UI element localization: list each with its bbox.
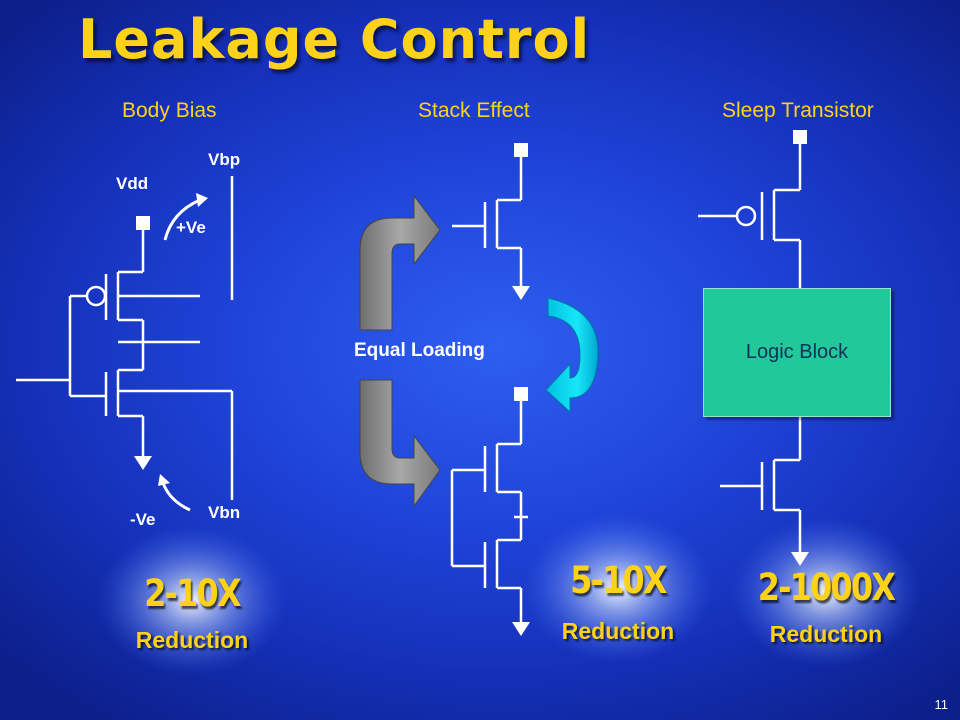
glow-sleep [731,517,921,667]
reduction-label-body-bias: Reduction [135,627,249,653]
label-minus-ve: -Ve [130,510,156,529]
slide-title: Leakage Control [78,8,591,71]
label-vbn: Vbn [208,503,241,522]
label-plus-ve: +Ve [176,218,206,237]
reduction-value-body-bias: 2-10X [144,572,241,615]
arrow-cyan-curve [545,297,599,414]
logic-block: Logic Block [703,288,891,417]
plus-ve-arrow [163,198,201,241]
page-number: 11 [934,697,949,712]
label-vbp: Vbp [208,150,241,169]
stack-top-terminal [514,143,528,157]
heading-body-bias: Body Bias [122,99,217,122]
label-equal-loading: Equal Loading [354,340,485,361]
glow-body-bias [97,525,287,675]
reduction-label-stack: Reduction [561,618,675,644]
glow-stack-effect [523,513,713,663]
reduction-value-sleep: 2-1000X [757,566,896,609]
stack-mid-terminal [514,387,528,401]
reduction-value-stack: 5-10X [570,559,667,602]
vdd-terminal [136,216,150,230]
reduction-label-sleep: Reduction [769,621,883,647]
label-vdd: Vdd [116,174,149,193]
arrow-up-right [359,194,441,331]
sleep-pmos-bubble [735,205,757,227]
heading-sleep-transistor: Sleep Transistor [722,99,874,122]
heading-stack-effect: Stack Effect [418,99,530,122]
arrow-down-right [359,379,441,508]
sleep-top-terminal [793,130,807,144]
ground-arrow [134,456,152,470]
